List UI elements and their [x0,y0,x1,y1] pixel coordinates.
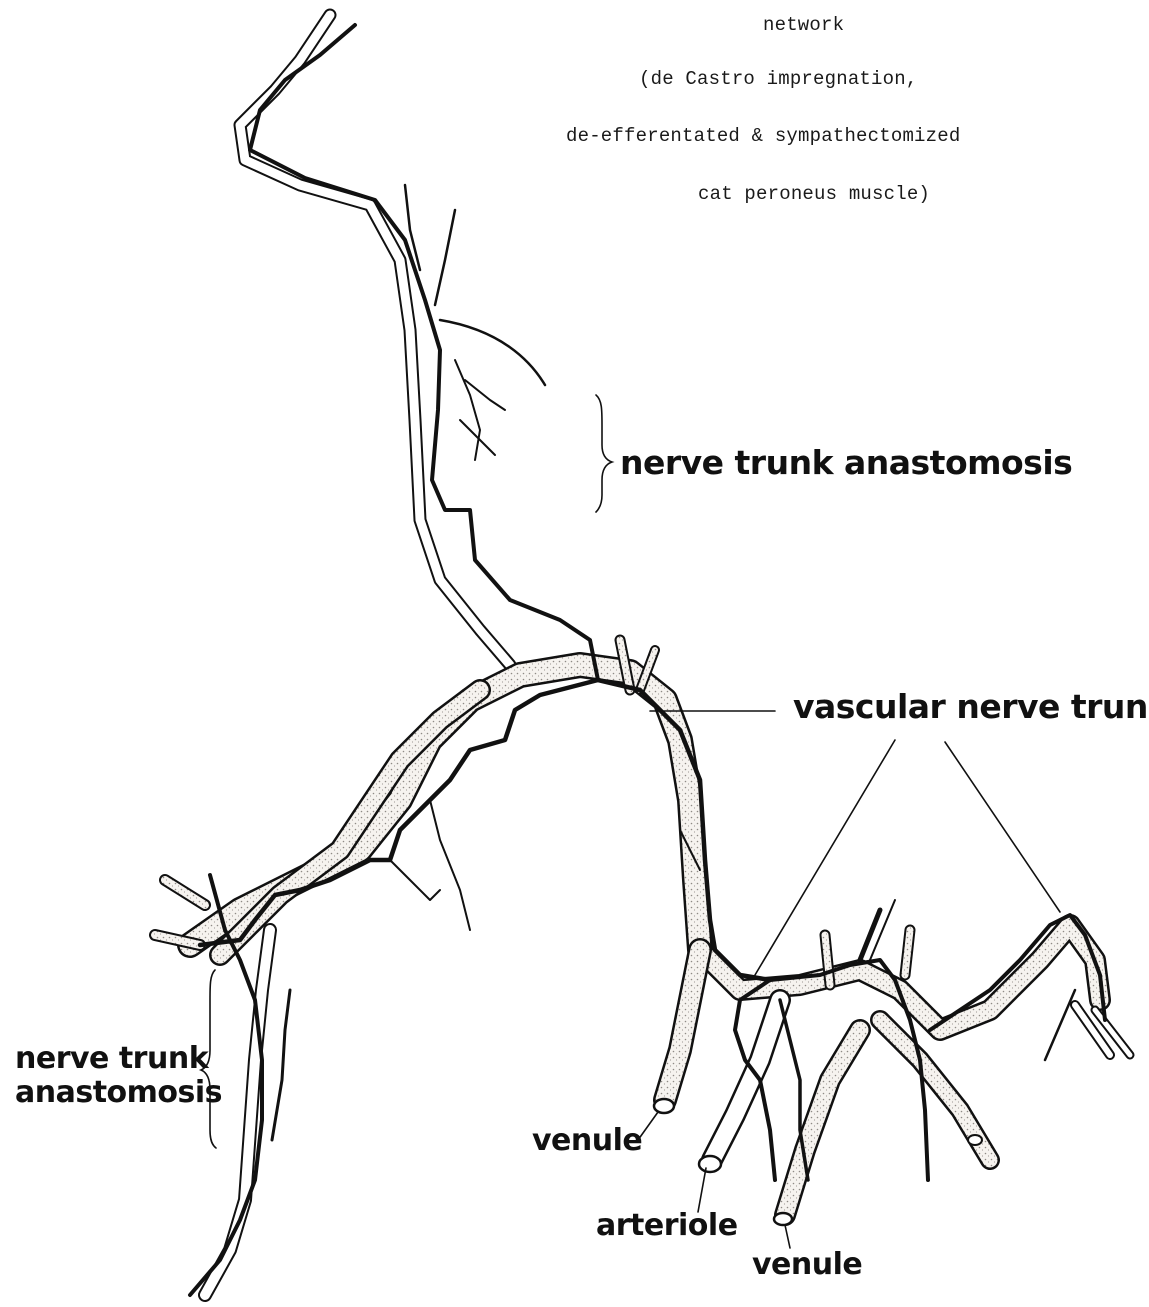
upper-vessel [240,15,510,665]
upper-brace [596,395,612,512]
label-nerve-trunk-anastomosis-top: nerve trunk anastomosis [620,446,1072,480]
caption-line-1: network [763,14,844,36]
leader-vascular-3 [945,742,1060,912]
caption-line-4: cat peroneus muscle) [698,183,930,205]
label-venule-bottom: venule [752,1248,862,1282]
label-arteriole: arteriole [596,1209,738,1243]
label-nerve-trunk-anastomosis-left: nerve trunk anastomosis [15,1042,197,1110]
label-left-line-1: nerve trunk [15,1042,197,1076]
label-left-line-2: anastomosis [15,1076,197,1110]
leader-arteriole [698,1168,706,1212]
caption-line-2: (de Castro impregnation, [639,68,917,90]
caption-line-3: de-efferentated & sympathectomized [566,125,960,147]
label-venule-left: venule [532,1124,642,1158]
leader-venule-bottom [785,1225,790,1248]
annotation-lines [201,395,1060,1248]
label-vascular-nerve-trunks: vascular nerve trunks [793,690,1149,724]
venule-bottom-vessel [785,1030,860,1215]
blood-vessels [155,15,1130,1295]
venule-left-vessel [665,950,700,1100]
